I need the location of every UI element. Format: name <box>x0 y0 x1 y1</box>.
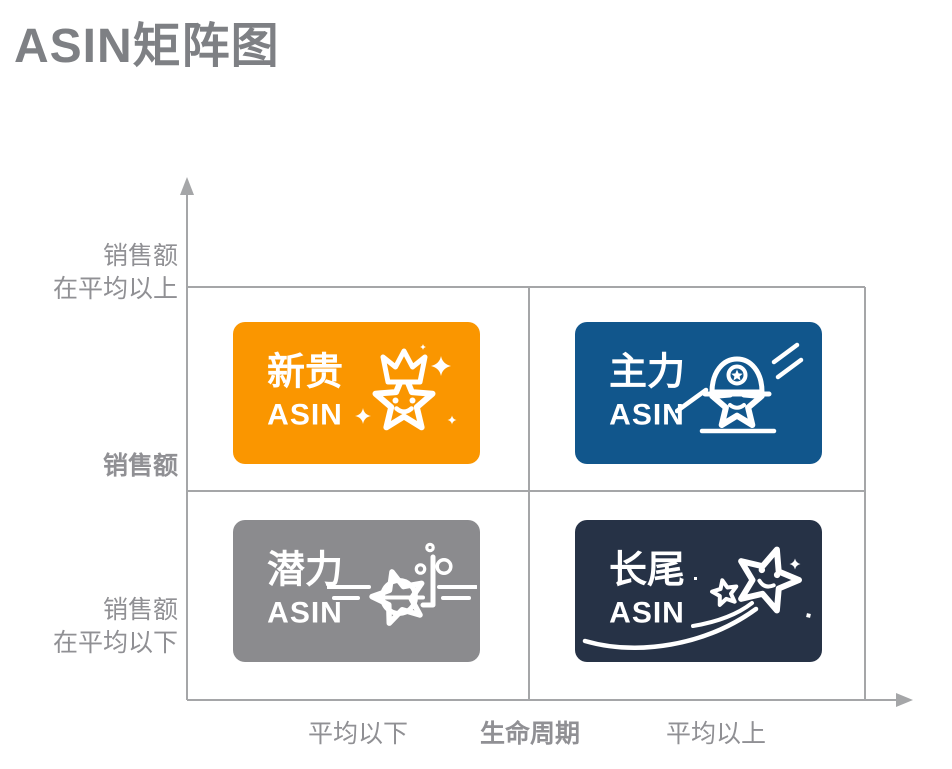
quadrant-title: 潜力 <box>266 549 343 592</box>
helmet-star-icon <box>675 342 804 434</box>
quadrant-subtitle: ASIN <box>267 398 343 432</box>
y-axis-title: 销售额 <box>102 452 178 480</box>
quadrant-newcomer-text: 新贵 ASIN <box>253 350 357 432</box>
x-axis-below-average-label: 平均以下 <box>307 720 408 748</box>
shooting-star-icon <box>582 546 811 650</box>
quadrant-subtitle: ASIN <box>609 398 685 432</box>
quadrant-long-tail-text: 长尾 ASIN <box>595 548 699 630</box>
crowned-star-icon <box>355 344 457 431</box>
diving-star-icon <box>327 542 477 626</box>
quadrant-main-force-asin: 主力 ASIN <box>575 322 822 464</box>
quadrant-subtitle: ASIN <box>267 596 343 630</box>
y-axis-above-average-label: 销售额 在平均以上 <box>52 242 178 303</box>
quadrant-potential-asin: 潜力 ASIN <box>233 520 480 662</box>
quadrant-subtitle: ASIN <box>609 596 685 630</box>
x-axis-title: 生命周期 <box>479 720 580 748</box>
y-axis-arrow-icon <box>180 177 194 195</box>
quadrant-potential-text: 潜力 ASIN <box>253 548 357 630</box>
x-axis-above-average-label: 平均以上 <box>665 720 766 748</box>
page-title: ASIN矩阵图 <box>14 20 280 73</box>
quadrant-title: 长尾 <box>608 549 685 592</box>
y-axis-below-average-label: 销售额 在平均以下 <box>52 596 178 657</box>
quadrant-title: 新贵 <box>266 351 343 394</box>
quadrant-long-tail-asin: 长尾 ASIN <box>575 520 822 662</box>
quadrant-title: 主力 <box>608 351 685 394</box>
x-axis-arrow-icon <box>896 693 913 707</box>
quadrant-newcomer-asin: 新贵 ASIN <box>233 322 480 464</box>
quadrant-main-force-text: 主力 ASIN <box>595 350 699 432</box>
